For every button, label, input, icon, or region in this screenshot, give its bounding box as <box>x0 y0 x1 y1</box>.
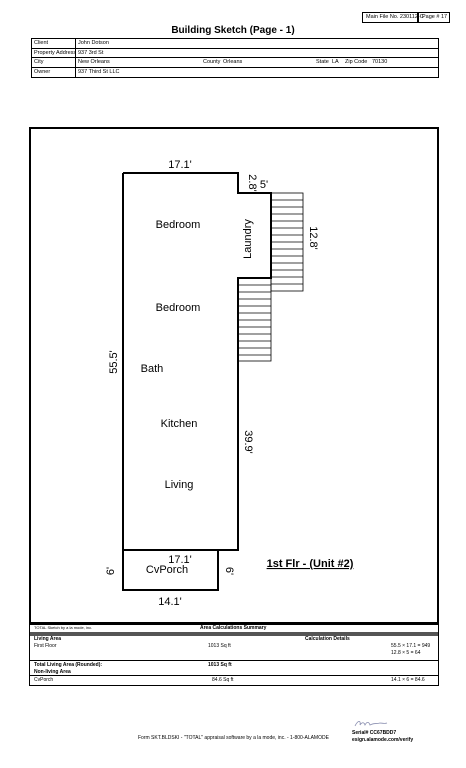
dim-porch-depth-right: 6' <box>223 567 235 575</box>
zip-value: 70130 <box>372 59 388 65</box>
upper-stairs <box>270 192 304 292</box>
calc-line-1: 55.5 × 17.1 = 949 <box>391 643 431 649</box>
page-title: Building Sketch (Page - 1) <box>171 25 295 36</box>
state-label: State <box>316 59 329 65</box>
county-label: County <box>203 59 221 65</box>
city-value: New Orleans <box>78 59 110 65</box>
main-file-number: Main File No. 230112-C <box>362 12 424 23</box>
dim-top-width: 17.1' <box>168 159 192 171</box>
dim-porch-depth-left: 6' <box>105 567 117 575</box>
esign-link[interactable]: esign.alamode.com/verify <box>352 737 414 743</box>
calc-line-2: 12.8 × 5 = 64 <box>391 650 421 656</box>
dim-porch-width-bottom: 14.1' <box>158 596 182 608</box>
floor-plan: 17.1' 2.8' 5' 12.8' 55.5' 39.9' 17.1' 6'… <box>105 159 354 608</box>
serial-number: Serial# CC67BDD7 <box>352 730 397 736</box>
first-floor-label: First Floor <box>34 643 57 649</box>
dim-stairs-length: 12.8' <box>307 226 319 250</box>
property-address-value: 937 3rd St <box>78 49 104 56</box>
dim-porch-width-top: 17.1' <box>168 554 192 566</box>
area-summary: TOTAL Sketch by a la mode, inc. Area Cal… <box>29 624 439 686</box>
dim-total-depth: 55.5' <box>108 350 120 374</box>
dim-right-depth: 39.9' <box>242 430 254 454</box>
zip-label: Zip Code <box>345 59 368 65</box>
room-porch: CvPorch <box>146 564 188 576</box>
total-living-label: Total Living Area (Rounded): <box>34 662 103 668</box>
room-laundry: Laundry <box>242 219 254 259</box>
client-value: John Dotson <box>78 40 109 46</box>
room-bath: Bath <box>141 363 164 375</box>
room-kitchen: Kitchen <box>161 418 198 430</box>
property-address-label: Property Address <box>34 49 77 56</box>
summary-title: Area Calculations Summary <box>200 625 267 631</box>
calc-details-header: Calculation Details <box>305 636 350 642</box>
dim-notch-width: 5' <box>260 179 268 191</box>
client-label: Client <box>34 40 49 46</box>
first-floor-area: 1013 Sq ft <box>208 643 231 649</box>
info-row-address: Property Address 937 3rd St <box>32 48 438 58</box>
non-living-header: Non-living Area <box>34 669 71 675</box>
room-bedroom-2: Bedroom <box>156 302 201 314</box>
owner-label: Owner <box>34 68 51 75</box>
living-area-header: Living Area <box>34 636 62 642</box>
state-value: LA <box>332 59 339 65</box>
signature-image <box>354 720 388 727</box>
porch-area: 84.6 Sq ft <box>212 677 234 683</box>
porch-outline <box>122 550 219 591</box>
info-row-city: City New Orleans County Orleans State LA… <box>32 58 438 68</box>
porch-calc: 14.1 × 6 = 84.6 <box>391 677 425 683</box>
form-footer: Form SKT.BLDSKI - "TOTAL" appraisal soft… <box>138 735 329 741</box>
info-table: Client John Dotson Property Address 937 … <box>31 38 439 78</box>
page-number: Page # 17 <box>418 12 450 23</box>
info-row-owner: Owner 937 Third St LLC <box>32 67 438 77</box>
floor-label: 1st Flr - (Unit #2) <box>267 558 354 570</box>
dim-notch-depth: 2.8' <box>246 174 258 191</box>
lower-stairs <box>237 277 272 362</box>
county-value: Orleans <box>223 59 243 65</box>
porch-label: CvPorch <box>34 677 54 683</box>
sketch-area: 17.1' 2.8' 5' 12.8' 55.5' 39.9' 17.1' 6'… <box>29 127 439 624</box>
room-bedroom-1: Bedroom <box>156 219 201 231</box>
owner-value: 937 Third St LLC <box>78 68 120 75</box>
info-row-client: Client John Dotson <box>32 39 438 49</box>
sketch-credit: TOTAL Sketch by a la mode, inc. <box>34 625 93 630</box>
city-label: City <box>34 59 44 65</box>
total-living-value: 1013 Sq ft <box>208 662 232 668</box>
room-living: Living <box>165 479 194 491</box>
